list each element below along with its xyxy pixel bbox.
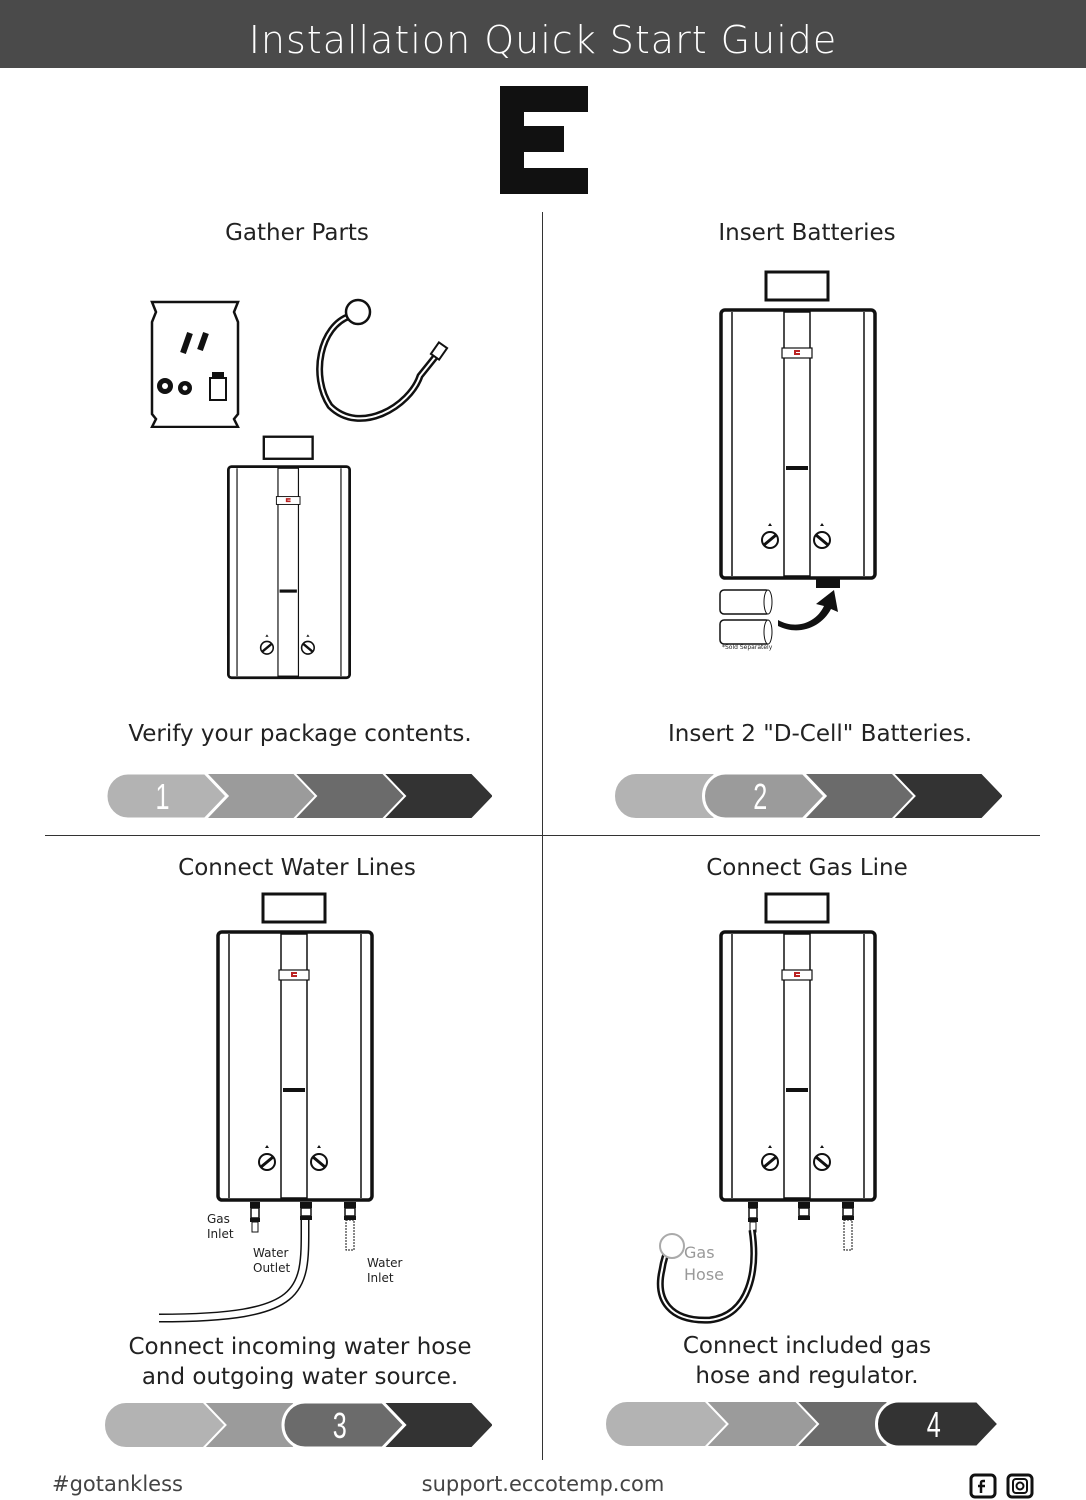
step4-title: Connect Gas Line bbox=[706, 855, 908, 881]
step2-caption: Insert 2 "D-Cell" Batteries. bbox=[667, 721, 973, 747]
hashtag: #gotankless bbox=[52, 1472, 183, 1496]
vertical-divider bbox=[542, 212, 543, 1460]
step-number: 4 bbox=[927, 1405, 941, 1446]
water-heater-illustration bbox=[226, 435, 352, 681]
header-bar: Installation Quick Start Guide bbox=[0, 0, 1086, 68]
step1-caption: Verify your package contents. bbox=[128, 721, 472, 747]
water-heater-illustration bbox=[718, 892, 878, 1204]
step1-progress-bar: 1 bbox=[106, 771, 492, 821]
progress-segment bbox=[104, 1401, 227, 1449]
gas-hose-icon bbox=[316, 298, 449, 422]
support-link[interactable]: support.eccotemp.com bbox=[421, 1472, 665, 1496]
hardware-bag-icon bbox=[150, 300, 240, 428]
step-number: 2 bbox=[753, 777, 767, 818]
step1-title: Gather Parts bbox=[225, 220, 369, 246]
instagram-icon[interactable] bbox=[1006, 1473, 1034, 1499]
step3-title: Connect Water Lines bbox=[178, 855, 416, 881]
step3-progress-bar: 3 bbox=[104, 1400, 492, 1450]
page-title: Installation Quick Start Guide bbox=[248, 18, 838, 62]
water-connections-illustration bbox=[158, 1200, 375, 1323]
progress-segment-active bbox=[875, 1399, 997, 1449]
water-heater-illustration bbox=[718, 270, 878, 582]
step4-progress-bar: 4 bbox=[605, 1399, 997, 1449]
progress-segment bbox=[605, 1400, 729, 1448]
gas-hose-regulator-illustration bbox=[656, 1229, 758, 1324]
d-cell-batteries-icon bbox=[719, 578, 840, 645]
progress-segment-active bbox=[281, 1400, 407, 1450]
eccotemp-logo bbox=[500, 86, 588, 194]
facebook-icon[interactable] bbox=[969, 1473, 997, 1499]
water-heater-illustration bbox=[215, 892, 375, 1204]
progress-segment-active bbox=[702, 771, 828, 821]
step-number: 1 bbox=[155, 777, 169, 818]
step-number: 3 bbox=[333, 1406, 347, 1447]
step2-title: Insert Batteries bbox=[718, 220, 896, 246]
horizontal-divider bbox=[45, 835, 1040, 836]
progress-segment-active bbox=[106, 771, 230, 821]
step2-progress-bar: 2 bbox=[614, 771, 1002, 821]
sold-separately-note: *Sold Separately bbox=[722, 644, 773, 651]
